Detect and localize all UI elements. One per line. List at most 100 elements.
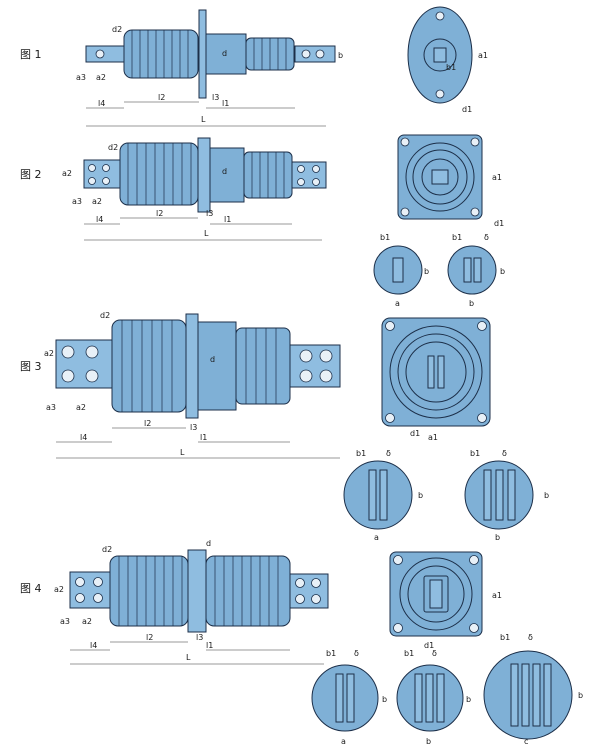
dim-b: b bbox=[338, 51, 343, 60]
dim-b: b bbox=[500, 267, 505, 276]
dim-a2: a2 bbox=[82, 617, 92, 626]
dim-delta: δ bbox=[502, 449, 507, 458]
dim-L: L bbox=[204, 229, 209, 238]
center-body bbox=[205, 33, 247, 75]
variant-label-a: a bbox=[341, 737, 346, 746]
dim-d1: d1 bbox=[494, 219, 504, 228]
dim-a3: a3 bbox=[76, 73, 86, 82]
dim-b1: b1 bbox=[356, 449, 366, 458]
dim-l2: l2 bbox=[144, 419, 151, 428]
figure-1-end-view: a1 b1 d1 bbox=[407, 6, 488, 114]
dim-b1: b1 bbox=[404, 649, 414, 658]
dim-l1: l1 bbox=[224, 215, 231, 224]
dim-b: b bbox=[418, 491, 423, 500]
dim-l4: l4 bbox=[98, 99, 105, 108]
dim-L: L bbox=[201, 115, 206, 124]
figure-2-end-view: a1 d1 bbox=[397, 134, 504, 228]
dim-b1: b1 bbox=[452, 233, 462, 242]
figure-1-label: 图 1 bbox=[20, 48, 42, 61]
dim-l4: l4 bbox=[90, 641, 97, 650]
figure-4-variant-a: b1 δ b a bbox=[311, 649, 387, 746]
variant-label-c: c bbox=[524, 737, 528, 746]
figure-2-variant-b: b1 δ b b bbox=[447, 233, 505, 308]
dim-a2-vertical: a2 bbox=[44, 349, 54, 358]
figure-3-label: 图 3 bbox=[20, 360, 42, 373]
figure-1-side-view: L l4 l2 l3 l1 a3 a2 d2 d b bbox=[76, 9, 343, 127]
dim-a3: a3 bbox=[72, 197, 82, 206]
mounting-flange bbox=[185, 313, 199, 419]
dim-L: L bbox=[186, 653, 191, 662]
dim-d: d bbox=[222, 49, 227, 58]
figure-2-side-view: L l4 l2 l3 l1 a3 a2 a2 d2 d bbox=[62, 137, 327, 241]
shed-section-left bbox=[123, 29, 199, 79]
dim-l3: l3 bbox=[196, 633, 203, 642]
dim-d1: d1 bbox=[462, 105, 472, 114]
dim-d1: d1 bbox=[424, 641, 434, 650]
dim-a2: a2 bbox=[92, 197, 102, 206]
figure-3-side-view: L l4 l2 l3 l1 a3 a2 a2 d2 d bbox=[44, 311, 341, 459]
dim-b1: b1 bbox=[500, 633, 510, 642]
terminal-right bbox=[289, 573, 329, 609]
dim-d: d bbox=[222, 167, 227, 176]
dim-l4: l4 bbox=[80, 433, 87, 442]
figure-3-variant-b: b1 δ b b bbox=[464, 449, 549, 542]
terminal-left bbox=[69, 571, 111, 609]
figure-4-variant-b: b1 δ b b bbox=[396, 649, 471, 746]
dim-l1: l1 bbox=[222, 99, 229, 108]
terminal-right bbox=[294, 45, 336, 63]
variant-label-a: a bbox=[395, 299, 400, 308]
shed-section-left bbox=[111, 319, 187, 413]
dim-a2: a2 bbox=[96, 73, 106, 82]
variant-label-b: b bbox=[495, 533, 500, 542]
dim-a1: a1 bbox=[492, 173, 502, 182]
dim-l2: l2 bbox=[156, 209, 163, 218]
dim-a2-vertical: a2 bbox=[62, 169, 72, 178]
dim-d2: d2 bbox=[102, 545, 112, 554]
dim-l3: l3 bbox=[190, 423, 197, 432]
shed-section-right bbox=[235, 327, 291, 405]
dim-b1: b1 bbox=[326, 649, 336, 658]
dim-a2: a2 bbox=[76, 403, 86, 412]
dim-a2-vertical: a2 bbox=[54, 585, 64, 594]
dim-l3: l3 bbox=[206, 209, 213, 218]
mounting-flange bbox=[197, 137, 211, 213]
dim-a3: a3 bbox=[60, 617, 70, 626]
terminal-left bbox=[85, 45, 125, 63]
dim-delta: δ bbox=[386, 449, 391, 458]
mounting-flange bbox=[187, 549, 207, 633]
dim-delta: δ bbox=[432, 649, 437, 658]
dim-b: b bbox=[424, 267, 429, 276]
dim-delta: δ bbox=[528, 633, 533, 642]
dim-l2: l2 bbox=[146, 633, 153, 642]
variant-label-b: b bbox=[426, 737, 431, 746]
mounting-flange bbox=[198, 9, 207, 99]
dim-b: b bbox=[578, 691, 583, 700]
figure-4-side-view: L l4 l2 l3 l1 a3 a2 a2 d2 d bbox=[54, 539, 329, 665]
dim-l3: l3 bbox=[212, 93, 219, 102]
figure-4-end-view: a1 d1 bbox=[389, 551, 502, 650]
dim-d: d bbox=[206, 539, 211, 548]
dim-b: b bbox=[544, 491, 549, 500]
figure-4-variant-c: b1 δ b c bbox=[483, 633, 583, 746]
figure-3-variant-a: b1 δ b a bbox=[343, 449, 423, 542]
dim-b1: b1 bbox=[380, 233, 390, 242]
variant-label-b: b bbox=[469, 299, 474, 308]
dim-L: L bbox=[180, 448, 185, 457]
dim-d: d bbox=[210, 355, 215, 364]
shed-section-right bbox=[205, 555, 291, 627]
terminal-right bbox=[289, 344, 341, 388]
dim-delta: δ bbox=[484, 233, 489, 242]
dim-d2: d2 bbox=[112, 25, 122, 34]
dim-a1: a1 bbox=[492, 591, 502, 600]
dim-d1: d1 bbox=[410, 429, 420, 438]
figure-3-end-view: d1 a1 bbox=[381, 317, 491, 442]
dim-l2: l2 bbox=[158, 93, 165, 102]
center-body bbox=[197, 321, 237, 411]
dim-d2: d2 bbox=[108, 143, 118, 152]
shed-section-left bbox=[109, 555, 189, 627]
figure-2-label: 图 2 bbox=[20, 168, 42, 181]
dim-b: b bbox=[466, 695, 471, 704]
dim-b: b bbox=[382, 695, 387, 704]
